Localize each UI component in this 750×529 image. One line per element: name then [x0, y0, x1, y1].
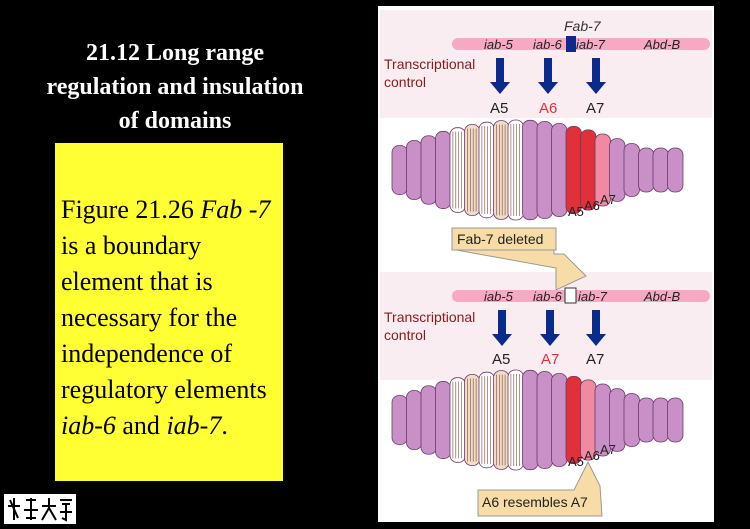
embryo-segment [522, 119, 539, 221]
embryo-segment [420, 385, 437, 455]
caption-text-4: . [221, 411, 228, 440]
caption-text-3: and [115, 411, 167, 440]
caption-text-2: is a boundary element that is necessary … [61, 231, 267, 404]
top-segment-label-a6: A6 [584, 198, 600, 213]
embryo-segment [464, 124, 481, 216]
embryo-segment [391, 145, 408, 195]
embryo-segment [522, 369, 539, 471]
top-chromosome [452, 38, 710, 50]
top-segment-label-a5: A5 [568, 204, 584, 219]
bottom-segment-label-a7: A7 [600, 442, 616, 457]
embryo-segment [391, 395, 408, 445]
embryo-segment [638, 147, 655, 193]
bottom-embryo [391, 369, 684, 471]
bottom-arrow-a7 [586, 310, 606, 346]
embryo-segment [478, 121, 495, 219]
top-segment-label-a7: A7 [600, 192, 616, 207]
fab7-boundary-marker [566, 36, 576, 52]
embryo-segment [464, 374, 481, 466]
embryo-segment [435, 381, 452, 459]
embryo-segment [623, 393, 640, 447]
top-element-iab6: iab-6 [533, 37, 563, 52]
embryo-segment [623, 143, 640, 197]
top-embryo [391, 119, 684, 221]
top-element-abdb: Abd-B [643, 37, 680, 52]
bottom-control-label-1: Transcriptional [384, 309, 475, 325]
bottom-arrow-a6 [540, 310, 560, 346]
embryo-segment [638, 397, 655, 443]
embryo-segment [507, 369, 524, 471]
figure-caption: Figure 21.26 Fab -7 is a boundary elemen… [61, 192, 281, 444]
embryo-segment [667, 397, 684, 443]
fab7-label: Fab-7 [564, 18, 602, 34]
embryo-segment [449, 377, 466, 463]
embryo-segment [565, 125, 582, 215]
fab7-deleted-marker [564, 287, 577, 304]
bottom-segment-label-a6: A6 [584, 448, 600, 463]
bottom-element-abdb: Abd-B [643, 289, 680, 304]
top-element-iab7: iab-7 [576, 37, 606, 52]
slide-title: 21.12 Long range regulation and insulati… [46, 40, 304, 134]
university-logo [4, 494, 76, 524]
bottom-element-iab7: iab-7 [578, 289, 608, 304]
fab7-figure: Fab-7 iab-5 iab-6 iab-7 Abd-B Transcript… [378, 6, 714, 522]
top-control-label-2: control [384, 74, 426, 90]
embryo-segment [551, 123, 568, 217]
top-output-a6: A6 [539, 100, 557, 117]
embryo-segment [652, 397, 669, 443]
top-control-label-1: Transcriptional [384, 56, 475, 72]
bottom-chromosome [452, 290, 710, 302]
embryo-segment [478, 371, 495, 469]
bottom-element-iab6: iab-6 [533, 289, 563, 304]
top-element-iab5: iab-5 [484, 37, 514, 52]
top-arrow-a7 [586, 58, 606, 94]
embryo-segment [435, 131, 452, 209]
embryo-segment [536, 121, 553, 219]
result-callout [477, 460, 603, 517]
result-label: A6 resembles A7 [482, 494, 588, 510]
top-arrow-a5 [490, 58, 510, 94]
embryo-segment [507, 119, 524, 221]
bottom-control-label-2: control [384, 327, 426, 343]
embryo-segment [449, 127, 466, 213]
top-output-a5: A5 [490, 100, 508, 117]
embryo-segment [536, 371, 553, 469]
caption-iab7: iab-7 [166, 411, 222, 440]
bottom-output-a7: A7 [586, 351, 604, 368]
embryo-segment [420, 135, 437, 205]
embryo-segment [667, 147, 684, 193]
bottom-segment-label-a5: A5 [568, 454, 584, 469]
fab7-deleted-label: Fab-7 deleted [457, 231, 543, 247]
embryo-segment [406, 390, 423, 450]
bottom-output-a5: A5 [492, 351, 510, 368]
embryo-segment [551, 373, 568, 467]
caption-text-1: Figure 21.26 [61, 195, 201, 224]
top-output-a7: A7 [586, 100, 604, 117]
embryo-segment [493, 120, 510, 220]
bottom-arrow-a5 [492, 310, 512, 346]
bottom-output-a6: A7 [541, 351, 559, 368]
top-arrow-a6 [538, 58, 558, 94]
embryo-segment [652, 147, 669, 193]
embryo-segment [493, 370, 510, 470]
caption-background [55, 143, 283, 481]
embryo-segment [565, 375, 582, 465]
embryo-segment [406, 140, 423, 200]
caption-fab7: Fab -7 [200, 195, 271, 224]
bottom-element-iab5: iab-5 [484, 289, 514, 304]
fab7-deleted-box [451, 227, 557, 251]
caption-iab6: iab-6 [61, 411, 116, 440]
